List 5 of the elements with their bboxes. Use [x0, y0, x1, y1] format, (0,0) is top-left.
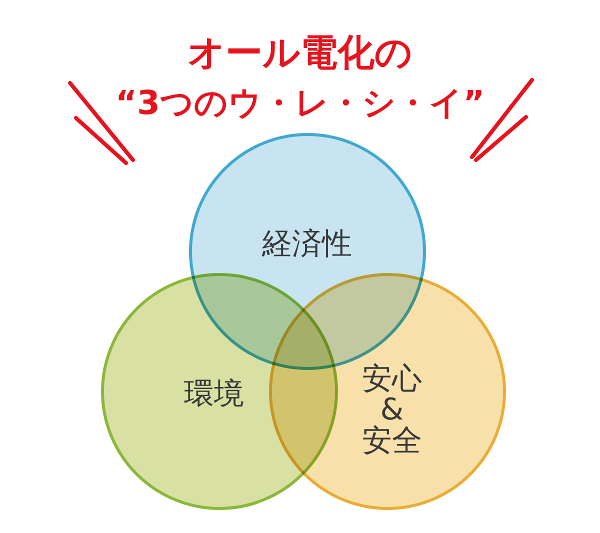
title: オール電化の“3つのウ・レ・シ・イ” — [115, 30, 485, 124]
circle-label: 経済性 — [262, 228, 352, 260]
circle-label: 安心&安全 — [362, 364, 422, 456]
circle-label: 環境 — [184, 378, 244, 410]
venn-circle — [268, 272, 506, 510]
